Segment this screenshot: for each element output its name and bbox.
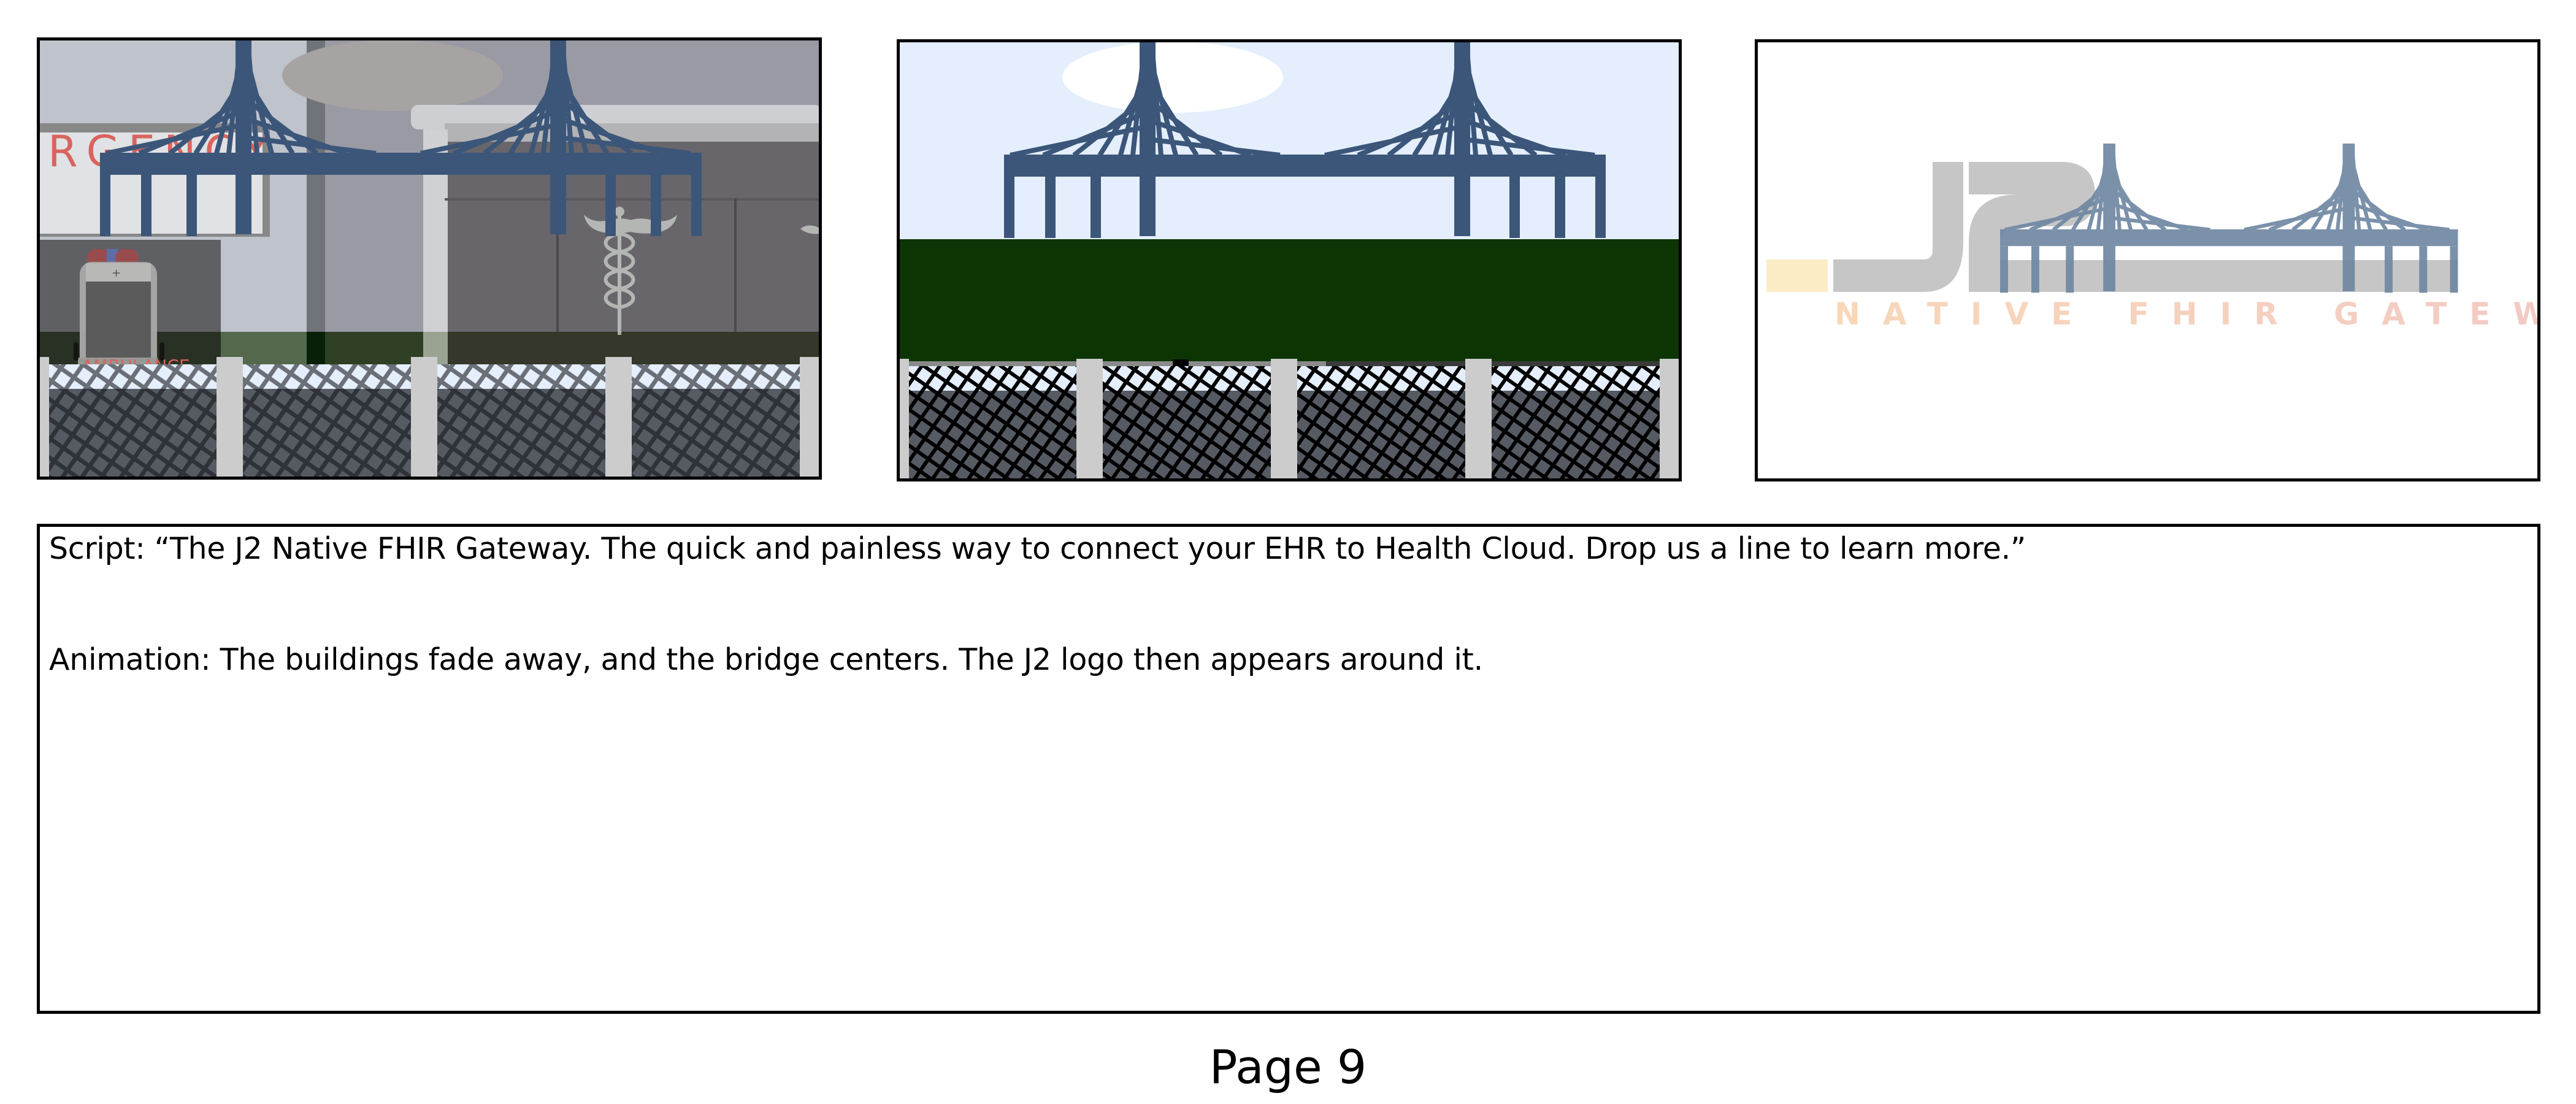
bridge-leg	[1595, 177, 1606, 238]
bridge-cable	[2268, 196, 2346, 232]
j2-logo-icon	[1766, 162, 2458, 292]
sky	[900, 42, 1679, 242]
bridge-leg	[691, 175, 702, 236]
fence-post	[217, 357, 243, 477]
logo-yellow-block	[1766, 259, 1828, 292]
bridge-leg	[2385, 246, 2393, 293]
bridge-tower	[550, 40, 566, 234]
logo-scene: NATIVE FHIR GATEWAY	[1766, 144, 2540, 332]
bridge-tower	[2103, 144, 2115, 291]
bridge-leg	[1004, 177, 1014, 238]
bridge-cable	[2029, 196, 2107, 232]
fence-icon	[900, 359, 1679, 478]
fence-post	[411, 357, 437, 477]
bridge-tower	[236, 40, 251, 234]
ambulance-cross: +	[112, 267, 121, 280]
canopy-roof	[411, 105, 819, 129]
bridge-cable	[453, 110, 554, 156]
fence-post	[900, 359, 909, 478]
page-number: Page 9	[1209, 1040, 1367, 1094]
bridge-leg	[100, 175, 110, 236]
bridge-leg	[1509, 177, 1520, 238]
bridge-deck	[100, 153, 702, 175]
storyboard-frame-2	[897, 39, 1682, 481]
bridge-deck	[1004, 155, 1606, 177]
bridge-cable	[562, 136, 691, 156]
bridge-leg	[2450, 246, 2458, 293]
bridge-cable	[2112, 216, 2210, 232]
logo-tagline: NATIVE FHIR GATEWAY	[1834, 296, 2540, 332]
bridge-icon	[100, 40, 702, 236]
fence-post	[1076, 359, 1103, 478]
fence-post	[605, 357, 632, 477]
bridge-scene	[900, 42, 1679, 478]
bridge-cable	[248, 136, 377, 156]
fence-post	[1271, 359, 1297, 478]
bridge-leg	[1091, 177, 1101, 238]
bridge-cable	[2352, 216, 2450, 232]
bridge-cable	[138, 110, 240, 156]
bridge-leg	[605, 175, 616, 236]
bridge-leg	[2031, 246, 2039, 293]
fence-icon	[40, 357, 819, 477]
script-text: Script: “The J2 Native FHIR Gateway. The…	[49, 531, 2026, 566]
bridge-leg	[1045, 177, 1056, 238]
bridge-leg	[2419, 246, 2428, 293]
fence-post	[1465, 359, 1492, 478]
storyboard-frame-3: NATIVE FHIR GATEWAY	[1755, 39, 2540, 481]
fence-post	[800, 357, 819, 477]
cloud-icon	[282, 40, 503, 111]
storyboard-notes: Script: “The J2 Native FHIR Gateway. The…	[37, 524, 2540, 1014]
bridge-leg	[1555, 177, 1565, 238]
bridge-tower	[2342, 144, 2355, 291]
bridge-leg	[2000, 246, 2008, 293]
fence-post	[1660, 359, 1679, 478]
hospital-scene: RGENCY	[40, 40, 819, 477]
bridge-icon	[1004, 42, 1606, 238]
bridge-cable	[1357, 112, 1459, 158]
logo-letter-2	[1969, 162, 2458, 292]
bridge-icon	[2000, 144, 2458, 293]
animation-text: Animation: The buildings fade away, and …	[49, 642, 1483, 677]
bridge-cable	[1042, 112, 1144, 158]
bridge-tower	[1454, 42, 1470, 236]
bridge-leg	[186, 175, 197, 236]
logo-letter-j	[1833, 162, 1963, 292]
bridge-tower	[1140, 42, 1156, 236]
bridge-deck	[2000, 229, 2458, 247]
bridge-leg	[651, 175, 661, 236]
bridge-cable	[1152, 137, 1281, 158]
fence-post	[40, 357, 49, 477]
cloud-icon	[1062, 42, 1283, 113]
storyboard-frame-1: RGENCY	[37, 37, 822, 480]
bridge-cable	[1466, 137, 1595, 158]
bridge-leg	[141, 175, 151, 236]
ground	[900, 239, 1679, 374]
bridge-leg	[2066, 246, 2074, 293]
